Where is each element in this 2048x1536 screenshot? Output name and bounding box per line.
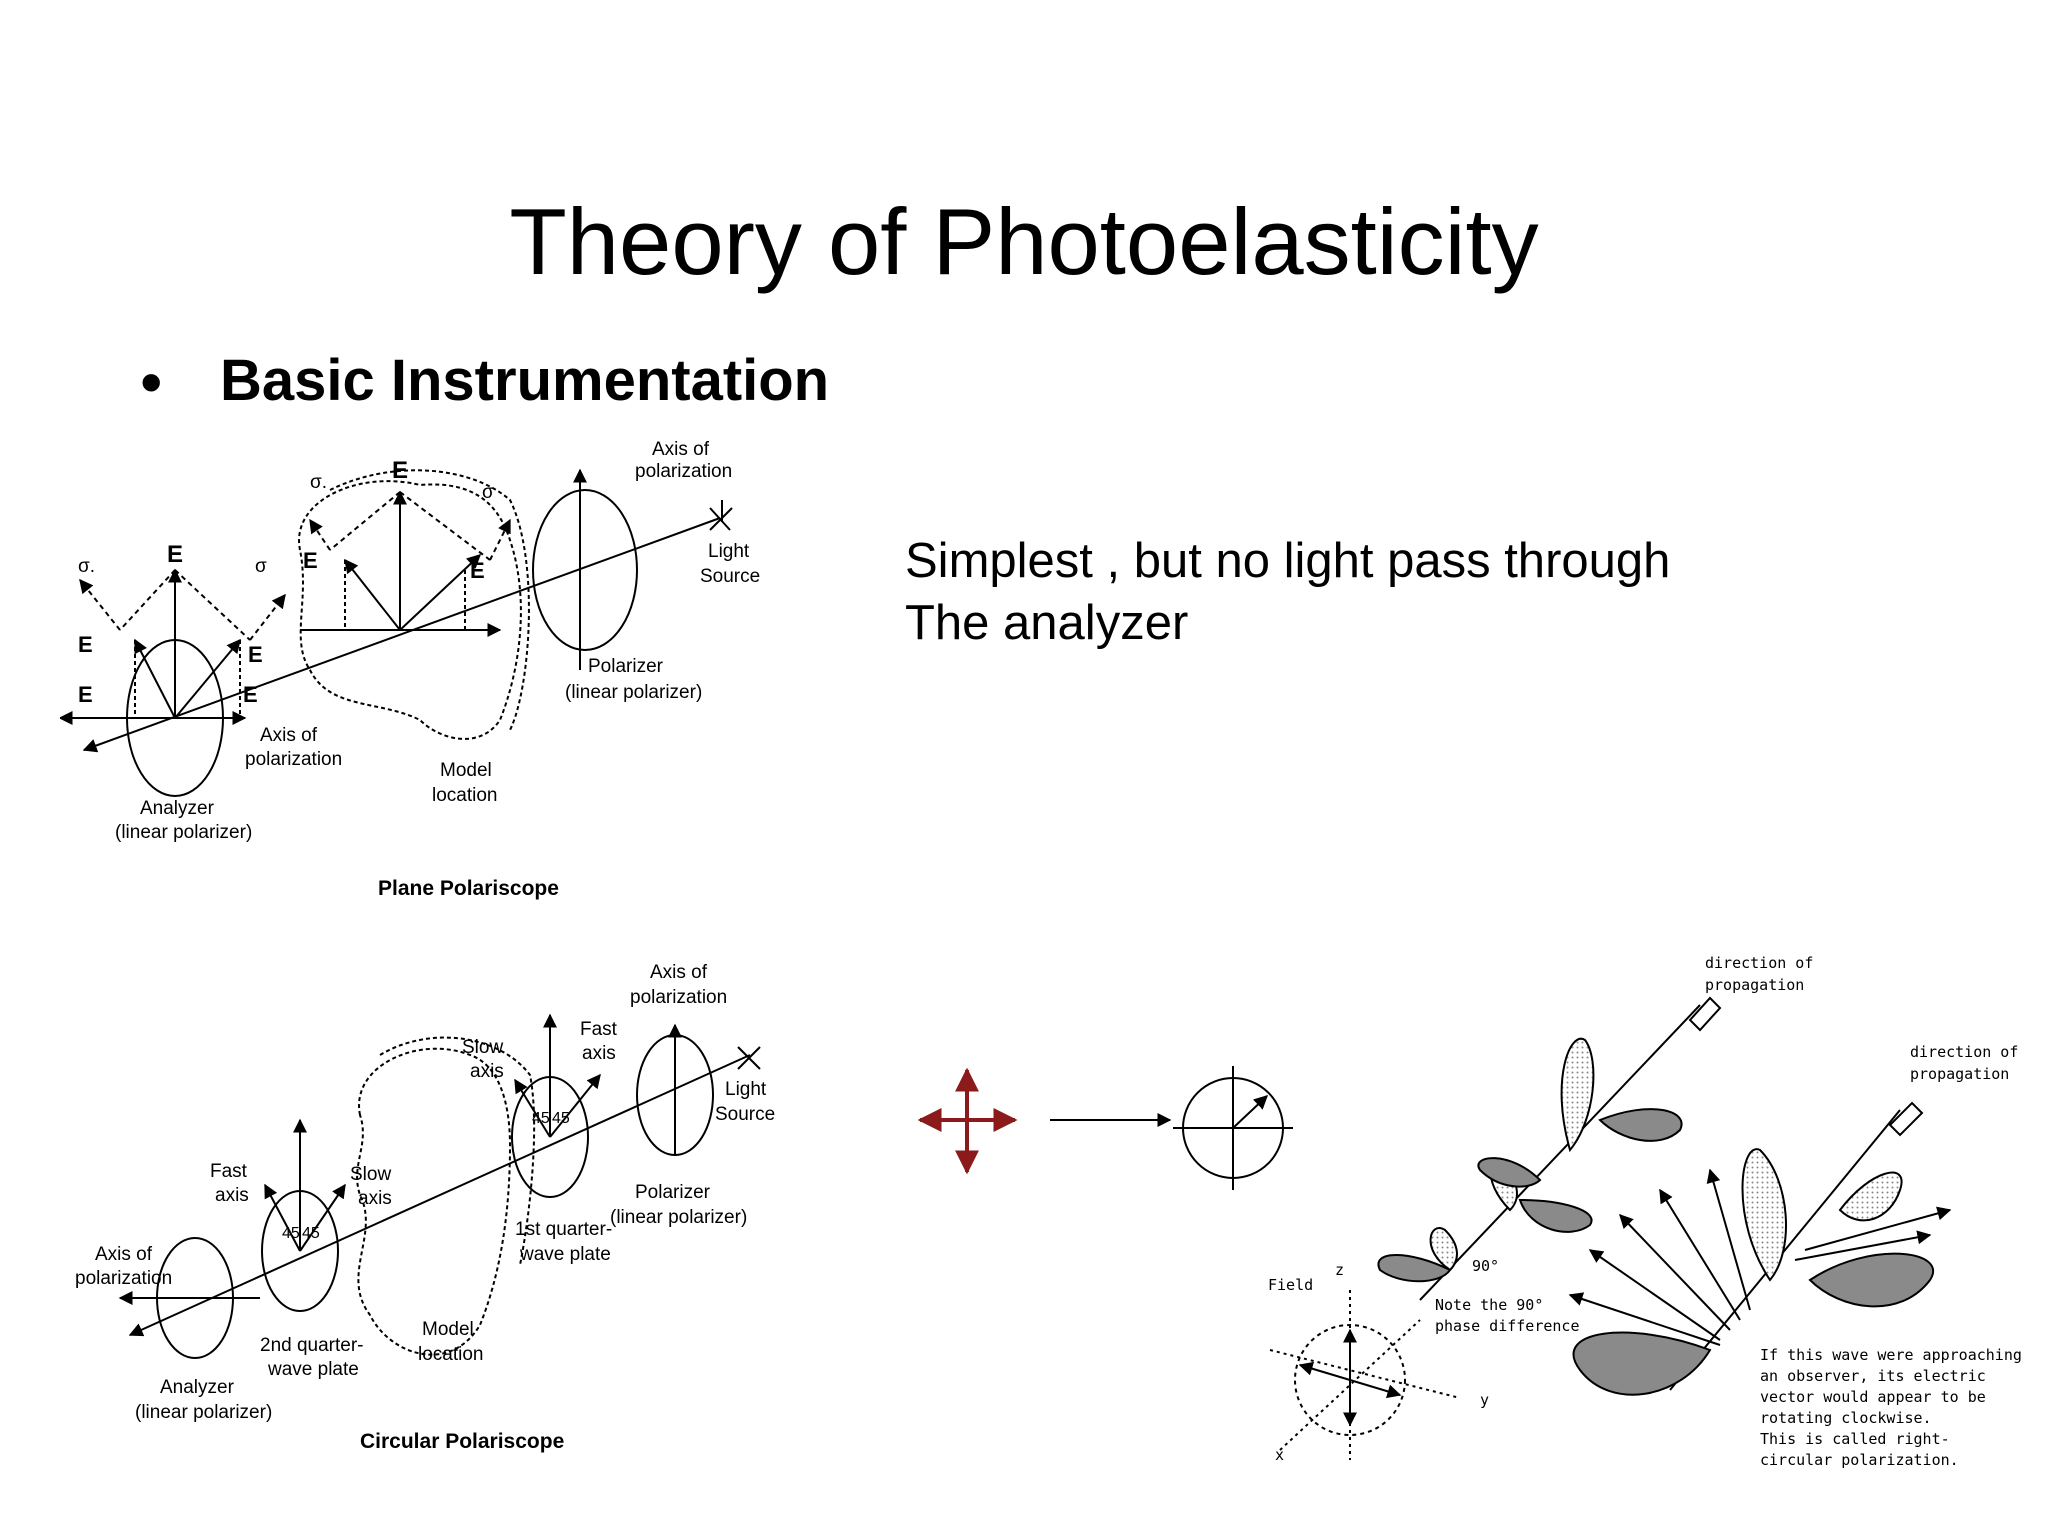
label-desc-5: This is called right- — [1760, 1430, 1950, 1448]
label-axis-of-2: Axis of — [260, 725, 318, 746]
label-slow-axis-1a: Slow — [462, 1037, 503, 1058]
label-dir-prop-1a: direction of — [1705, 954, 1813, 972]
label-light: Light — [708, 541, 750, 562]
label-z: z — [1335, 1261, 1344, 1279]
label-source: Source — [700, 566, 760, 587]
label-slow-axis-1b: axis — [470, 1061, 504, 1082]
label-45-d: 45 — [302, 1225, 320, 1242]
label-qwp2-a: 2nd quarter- — [260, 1335, 364, 1356]
label-45-c: 45 — [282, 1225, 300, 1242]
label-e-left: E — [167, 541, 183, 568]
label-e2-a: E — [470, 558, 485, 583]
circular-polariscope-diagram: Axis of polarization Light Source Slow a… — [75, 962, 775, 1453]
label-field: Field — [1268, 1276, 1313, 1294]
label-polarizer: Polarizer — [588, 656, 664, 677]
label-desc-2: an observer, its electric — [1760, 1367, 1986, 1385]
label-linear-polarizer-2: (linear polarizer) — [115, 822, 252, 843]
label-slow-axis-2a: Slow — [350, 1164, 391, 1185]
label-polarizer-2: Polarizer — [635, 1182, 711, 1203]
cross-to-circle-diagram — [917, 1066, 1293, 1190]
note-line-1: Simplest , but no light pass through — [905, 534, 1671, 588]
model-blob — [298, 480, 522, 740]
label-note-1: Note the 90° — [1435, 1296, 1543, 1314]
note-line-2: The analyzer — [905, 596, 1189, 650]
label-desc-3: vector would appear to be — [1760, 1388, 1986, 1406]
label-fast-axis-1b: axis — [582, 1043, 616, 1064]
label-sigma1-a: σ — [482, 482, 494, 503]
label-desc-4: rotating clockwise. — [1760, 1409, 1932, 1427]
plane-polariscope-diagram: Axis of polarization Light Source Polari… — [60, 440, 760, 900]
label-45-b: 45 — [552, 1110, 570, 1127]
label-polarization-3: polarization — [630, 987, 727, 1008]
label-fast-axis-1a: Fast — [580, 1019, 618, 1040]
label-fast-axis-2a: Fast — [210, 1161, 248, 1182]
label-model: Model — [440, 760, 492, 781]
label-e1-a: E — [303, 548, 318, 573]
label-dir-prop-1b: propagation — [1705, 976, 1804, 994]
bullet-text: Basic Instrumentation — [220, 348, 830, 413]
label-sigma2-a: σ. — [310, 472, 327, 493]
caption-circular-polariscope: Circular Polariscope — [360, 1430, 564, 1453]
label-linear-polarizer: (linear polarizer) — [565, 682, 702, 703]
label-location: location — [432, 785, 498, 806]
label-90-deg: 90° — [1472, 1257, 1499, 1275]
label-x: x — [1275, 1446, 1284, 1464]
label-axis-of-3: Axis of — [650, 962, 708, 983]
label-desc-1: If this wave were approaching — [1760, 1346, 2022, 1364]
circular-wave-diagram: direction of propagation direction of pr… — [1268, 954, 2022, 1469]
label-qwp1-a: 1st quarter- — [515, 1219, 612, 1240]
label-e2-b: E — [248, 642, 263, 667]
label-e1pp: E — [78, 682, 93, 707]
label-sigma2-b: σ. — [78, 556, 95, 577]
label-analyzer: Analyzer — [140, 798, 215, 819]
label-fast-axis-2b: axis — [215, 1185, 249, 1206]
label-slow-axis-2b: axis — [358, 1188, 392, 1209]
label-location-2: location — [418, 1344, 484, 1365]
label-qwp2-b: wave plate — [267, 1359, 359, 1380]
label-e-top: E — [392, 457, 408, 484]
label-note-2: phase difference — [1435, 1317, 1580, 1335]
label-45-a: 45 — [532, 1110, 550, 1127]
note-text: Simplest , but no light pass through The… — [905, 530, 1670, 654]
label-dir-prop-2a: direction of — [1910, 1043, 2018, 1061]
caption-plane-polariscope: Plane Polariscope — [378, 877, 559, 900]
label-axis-of-4: Axis of — [95, 1244, 153, 1265]
label-e1-b: E — [78, 632, 93, 657]
red-cross-icon — [917, 1067, 1018, 1175]
label-light-2: Light — [725, 1079, 767, 1100]
slide-title: Theory of Photoelasticity — [509, 189, 1539, 294]
rotating-circle-icon — [1173, 1066, 1293, 1190]
label-polarization: polarization — [635, 461, 732, 482]
bullet-dot: • — [140, 346, 163, 418]
polarizer-ellipse — [532, 489, 638, 651]
label-sigma1-b: σ — [255, 556, 267, 577]
label-model-2: Model — [422, 1319, 474, 1340]
label-y: y — [1480, 1391, 1489, 1409]
label-axis-of: Axis of — [652, 440, 710, 460]
label-analyzer-2: Analyzer — [160, 1377, 235, 1398]
label-e2pp: E — [243, 682, 258, 707]
label-polarization-4: polarization — [75, 1268, 172, 1289]
label-linear-polarizer-4: (linear polarizer) — [135, 1402, 272, 1423]
label-dir-prop-2b: propagation — [1910, 1065, 2009, 1083]
label-desc-6: circular polarization. — [1760, 1451, 1959, 1469]
label-source-2: Source — [715, 1104, 775, 1125]
label-linear-polarizer-3: (linear polarizer) — [610, 1207, 747, 1228]
label-qwp1-b: wave plate — [519, 1244, 611, 1265]
label-polarization-2: polarization — [245, 749, 342, 770]
